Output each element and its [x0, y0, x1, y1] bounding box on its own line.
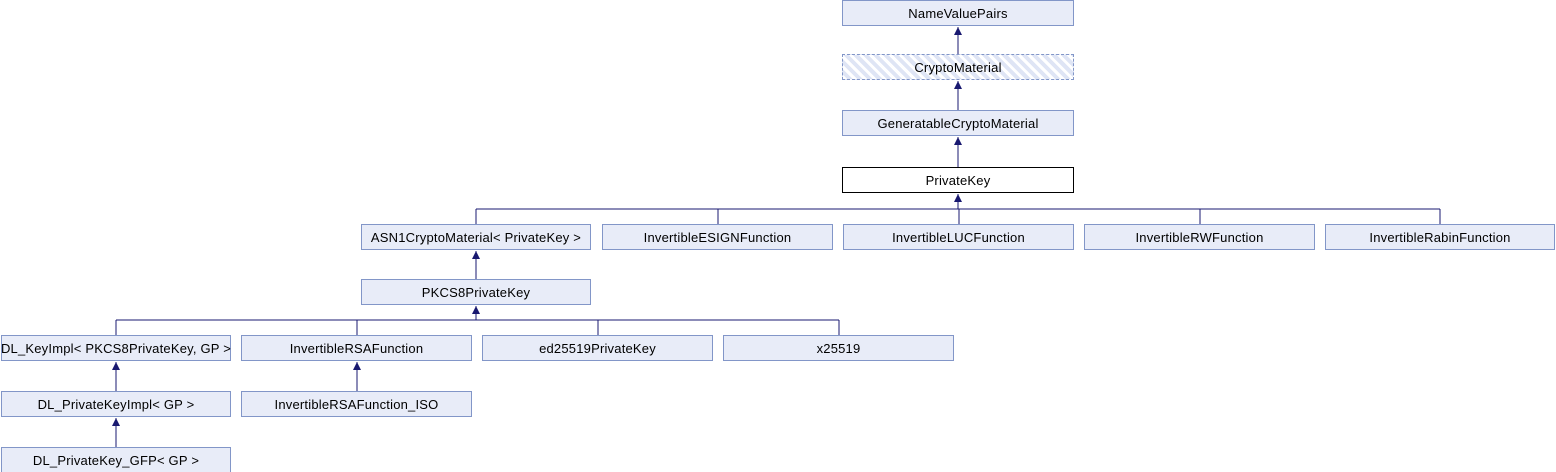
class-node-dl_privatekey_gfp[interactable]: DL_PrivateKey_GFP< GP > [1, 447, 231, 472]
class-node-label: DL_PrivateKeyImpl< GP > [37, 396, 195, 412]
class-node-label: DL_PrivateKey_GFP< GP > [32, 452, 200, 468]
inheritance-arrowhead [954, 27, 962, 35]
class-node-label: CryptoMaterial [914, 59, 1002, 75]
class-node-label: InvertibleRabinFunction [1369, 229, 1511, 245]
class-node-invertiblersa[interactable]: InvertibleRSAFunction [241, 335, 472, 361]
class-node-pkcs8privatekey[interactable]: PKCS8PrivateKey [361, 279, 591, 305]
class-node-invertiblerabin[interactable]: InvertibleRabinFunction [1325, 224, 1555, 250]
inheritance-arrowhead [472, 251, 480, 259]
class-node-label: GeneratableCryptoMaterial [877, 115, 1039, 131]
inheritance-arrowhead [112, 418, 120, 426]
inheritance-arrowhead [954, 81, 962, 89]
class-node-dl_privatekeyimpl[interactable]: DL_PrivateKeyImpl< GP > [1, 391, 231, 417]
class-node-invertiblerw[interactable]: InvertibleRWFunction [1084, 224, 1315, 250]
class-node-label: ASN1CryptoMaterial< PrivateKey > [370, 229, 582, 245]
class-node-label: ed25519PrivateKey [539, 340, 656, 356]
class-node-label: PrivateKey [925, 172, 991, 188]
class-node-cryptomaterial[interactable]: CryptoMaterial [842, 54, 1074, 80]
class-node-privatekey[interactable]: PrivateKey [842, 167, 1074, 193]
class-node-label: InvertibleRSAFunction [289, 340, 424, 356]
class-node-namevaluepairs[interactable]: NameValuePairs [842, 0, 1074, 26]
class-node-invertibleluc[interactable]: InvertibleLUCFunction [843, 224, 1074, 250]
class-node-label: NameValuePairs [908, 5, 1008, 21]
class-node-label: InvertibleLUCFunction [892, 229, 1025, 245]
class-node-label: InvertibleESIGNFunction [643, 229, 792, 245]
inheritance-arrowhead [112, 362, 120, 370]
class-node-asn1cryptomaterial[interactable]: ASN1CryptoMaterial< PrivateKey > [361, 224, 591, 250]
class-node-ed25519privatekey[interactable]: ed25519PrivateKey [482, 335, 713, 361]
class-node-label: InvertibleRSAFunction_ISO [274, 396, 439, 412]
class-node-label: x25519 [816, 340, 861, 356]
class-node-x25519[interactable]: x25519 [723, 335, 954, 361]
class-node-label: DL_KeyImpl< PKCS8PrivateKey, GP > [0, 340, 232, 356]
class-node-label: InvertibleRWFunction [1135, 229, 1264, 245]
class-node-dl_keyimpl[interactable]: DL_KeyImpl< PKCS8PrivateKey, GP > [1, 335, 231, 361]
class-node-label: PKCS8PrivateKey [421, 284, 531, 300]
inheritance-arrowhead [353, 362, 361, 370]
inheritance-arrowhead [472, 306, 480, 314]
inheritance-arrowhead [954, 137, 962, 145]
class-node-invertiblersa_iso[interactable]: InvertibleRSAFunction_ISO [241, 391, 472, 417]
class-node-generatablecrypto[interactable]: GeneratableCryptoMaterial [842, 110, 1074, 136]
class-node-invertibleesign[interactable]: InvertibleESIGNFunction [602, 224, 833, 250]
inheritance-arrowhead [954, 194, 962, 202]
